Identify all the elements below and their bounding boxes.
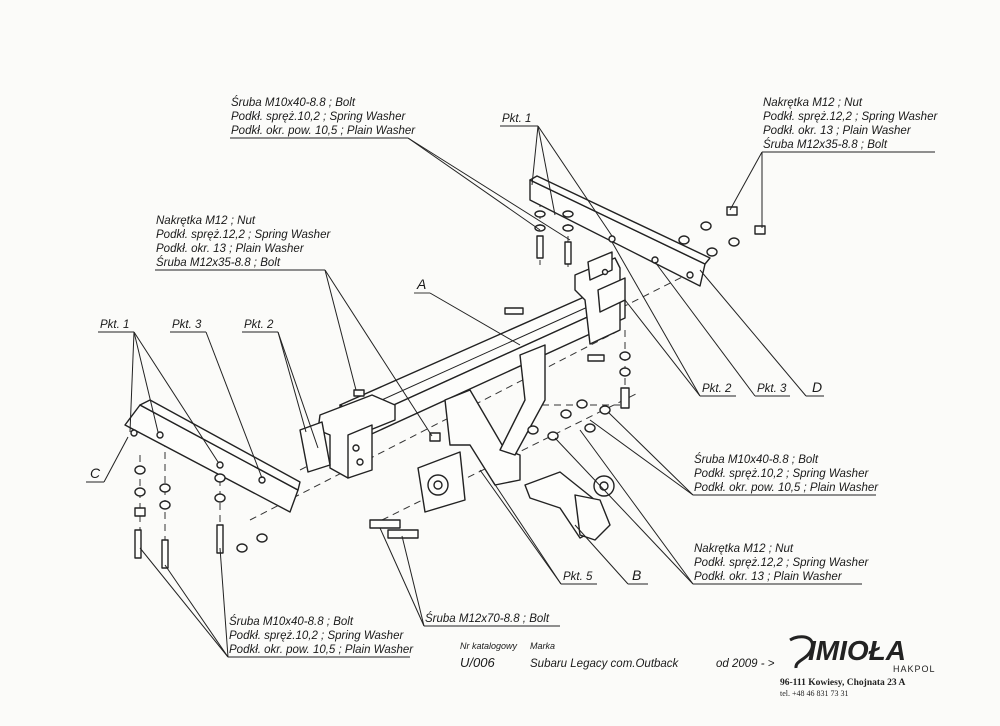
callout-line: Śruba M10x40-8.8 ; Bolt [231, 96, 356, 109]
callout-line: Podkł. spręż.10,2 ; Spring Washer [694, 468, 869, 480]
callout-line: Podkł. okr. 13 ; Plain Washer [763, 125, 912, 137]
company-block: IMIOŁA HAKPOL 96-111 Kowiesy, Chojnata 2… [780, 635, 936, 698]
pkt2-right-label: Pkt. 2 [702, 383, 732, 395]
part-letter-c: C [90, 465, 101, 481]
callout-line: Śruba M12x35-8.8 ; Bolt [763, 138, 888, 151]
callout-line: Podkł. okr. pow. 10,5 ; Plain Washer [694, 482, 879, 494]
part-letter-a: A [416, 276, 426, 292]
logo-wordmark: IMIOŁA [808, 635, 906, 666]
pkt1-top-label: Pkt. 1 [502, 113, 531, 125]
footer: Nr katalogowy U/006 Marka Subaru Legacy … [460, 641, 775, 670]
callout-line: Nakrętka M12 ; Nut [156, 215, 256, 227]
brand-label: Marka [530, 641, 555, 651]
tow-ball-b [524, 471, 615, 541]
socket-mount [417, 344, 546, 513]
catalog-label: Nr katalogowy [460, 641, 518, 651]
callout-bolt-bottom-left: Śruba M10x40-8.8 ; Bolt Podkł. spręż.10,… [228, 615, 414, 658]
logo-sub: HAKPOL [893, 664, 936, 674]
callout-line: Podkł. okr. 13 ; Plain Washer [156, 243, 305, 255]
callout-line: Podkł. spręż.12,2 ; Spring Washer [763, 111, 938, 123]
company-logo: IMIOŁA HAKPOL [789, 635, 936, 674]
pkt1-left-label: Pkt. 1 [100, 319, 129, 331]
callout-line: Śruba M10x40-8.8 ; Bolt [694, 453, 819, 466]
right-bracket [574, 251, 626, 345]
callout-line: Podkł. okr. pow. 10,5 ; Plain Washer [229, 644, 414, 656]
part-letter-b: B [632, 567, 641, 583]
callout-line: Śruba M10x40-8.8 ; Bolt [229, 615, 354, 628]
callout-nut-right: Nakrętka M12 ; Nut Podkł. spręż.12,2 ; S… [693, 543, 869, 585]
left-bracket [299, 394, 396, 479]
side-rail-d [529, 175, 711, 287]
callout-bolt-m12x70: Śruba M12x70-8.8 ; Bolt [424, 612, 560, 627]
callout-nut-left: Nakrętka M12 ; Nut Podkł. spręż.12,2 ; S… [155, 215, 331, 271]
vehicle-model: Subaru Legacy com.Outback [530, 658, 680, 670]
company-address: 96-111 Kowiesy, Chojnata 23 A [780, 678, 905, 688]
callout-line: Nakrętka M12 ; Nut [694, 543, 794, 555]
model-year: od 2009 - > [716, 658, 775, 670]
pkt3-left-label: Pkt. 3 [172, 319, 202, 331]
callout-line: Podkł. spręż.12,2 ; Spring Washer [694, 557, 869, 569]
callout-line: Śruba M12x70-8.8 ; Bolt [425, 612, 550, 625]
callout-line: Podkł. spręż.10,2 ; Spring Washer [229, 630, 404, 642]
side-rail-c [124, 399, 301, 513]
leader-lines [103, 125, 807, 658]
pkt5-label: Pkt. 5 [563, 571, 593, 583]
fasteners [134, 206, 766, 569]
callout-line: Podkł. okr. pow. 10,5 ; Plain Washer [231, 125, 416, 137]
company-phone: tel. +48 46 831 73 31 [780, 689, 849, 698]
callout-bolt-top: Śruba M10x40-8.8 ; Bolt Podkł. spręż.10,… [230, 96, 416, 139]
catalog-number: U/006 [460, 655, 495, 670]
part-letter-d: D [812, 379, 822, 395]
callout-line: Podkł. okr. 13 ; Plain Washer [694, 571, 843, 583]
pkt3-right-label: Pkt. 3 [757, 383, 787, 395]
callout-line: Podkł. spręż.10,2 ; Spring Washer [231, 111, 406, 123]
callout-line: Nakrętka M12 ; Nut [763, 97, 863, 109]
callout-line: Śruba M12x35-8.8 ; Bolt [156, 256, 281, 269]
pkt2-left-label: Pkt. 2 [244, 319, 274, 331]
callout-nut-top-right: Nakrętka M12 ; Nut Podkł. spręż.12,2 ; S… [762, 97, 938, 153]
callout-bolt-right: Śruba M10x40-8.8 ; Bolt Podkł. spręż.10,… [693, 453, 879, 496]
callout-line: Podkł. spręż.12,2 ; Spring Washer [156, 229, 331, 241]
